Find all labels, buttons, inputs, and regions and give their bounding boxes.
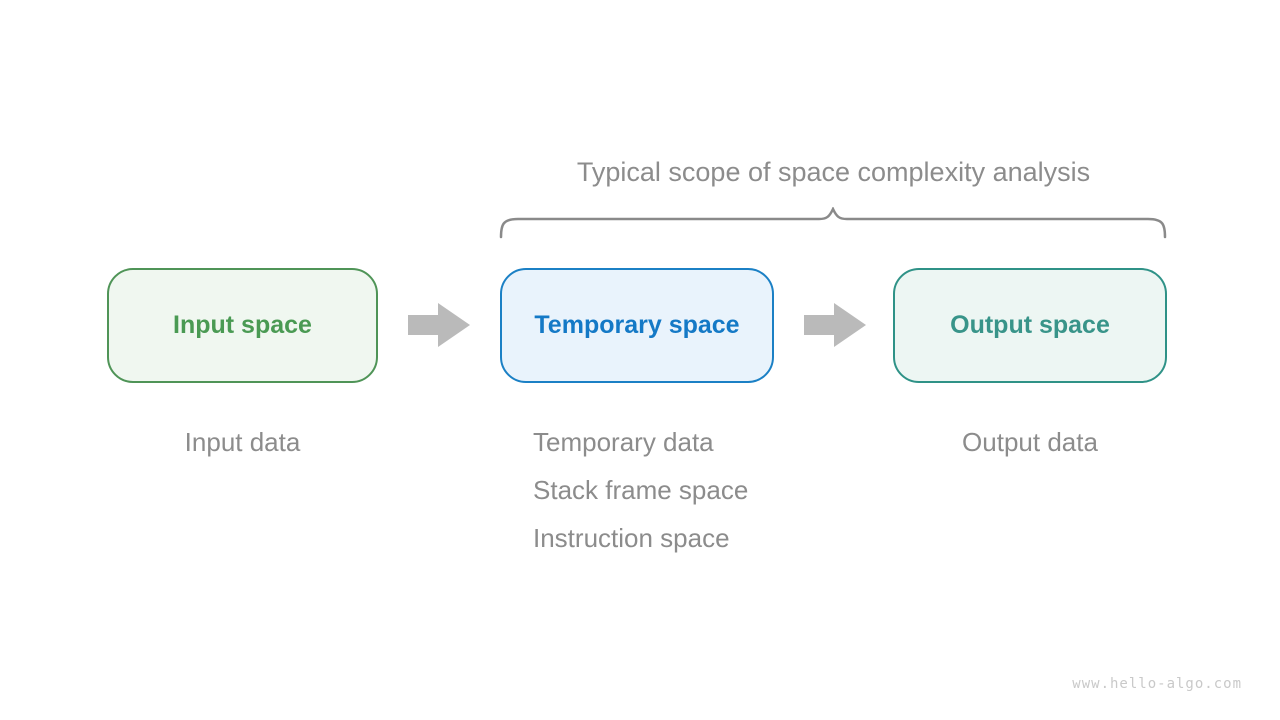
output-space-label: Output space	[950, 311, 1110, 339]
arrow-right-shape	[408, 303, 470, 347]
diagram-title: Typical scope of space complexity analys…	[576, 157, 1091, 187]
caption-temporary-data: Temporary data	[533, 427, 714, 457]
output-space-box: Output space	[893, 268, 1167, 383]
input-data-caption: Input data	[184, 427, 301, 457]
output-data-caption: Output data	[962, 427, 1098, 457]
curly-brace-path	[499, 207, 1167, 239]
arrow-right-icon	[408, 303, 470, 347]
temporary-space-label: Temporary space	[534, 311, 740, 339]
temporary-space-box: Temporary space	[500, 268, 774, 383]
arrow-right-icon	[804, 303, 866, 347]
input-space-label: Input space	[173, 311, 312, 339]
arrow-right-shape	[804, 303, 866, 347]
input-space-box: Input space	[107, 268, 378, 383]
temporary-space-caption-list: Temporary data Stack frame space Instruc…	[533, 418, 748, 562]
curly-brace-icon	[499, 207, 1167, 239]
caption-stack-frame-space: Stack frame space	[533, 475, 749, 505]
watermark-url: www.hello-algo.com	[1072, 676, 1242, 692]
caption-instruction-space: Instruction space	[533, 523, 730, 553]
